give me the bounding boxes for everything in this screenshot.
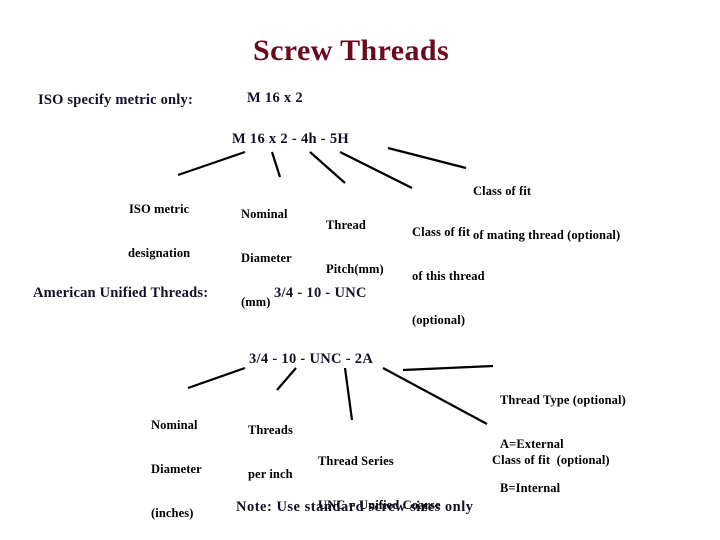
callout-line: Threads	[248, 422, 293, 437]
leader-nominal-diameter-inches	[187, 366, 246, 390]
iso-designation: M 16 x 2 - 4h - 5H	[232, 131, 349, 147]
leader-class-of-fit-mating-thread	[387, 146, 467, 170]
callout-line: (mm)	[241, 295, 271, 309]
callout-nominal-diameter-inches: Nominal Diameter (inches)	[151, 388, 202, 540]
leader-threads-per-inch	[276, 367, 297, 391]
callout-iso-metric-designation: ISO metric designation	[128, 172, 190, 290]
leader-nominal-diameter-mm	[270, 151, 282, 178]
callout-line: B=Internal	[500, 481, 561, 495]
callout-line: ISO metric	[128, 201, 190, 216]
callout-nominal-diameter-mm: Nominal Diameter (mm)	[241, 177, 292, 339]
callout-line: Diameter	[151, 461, 202, 476]
callout-line: Diameter	[241, 250, 292, 265]
callout-line: Nominal	[151, 417, 198, 432]
callout-threads-per-inch: Threads per inch	[248, 393, 293, 511]
callout-thread-pitch-mm: Thread Pitch(mm)	[326, 188, 384, 306]
iso-example-short: M 16 x 2	[247, 90, 303, 106]
callout-line: (inches)	[151, 506, 194, 520]
callout-thread-series: Thread Series UNC = Unified Coarse UNF =…	[318, 424, 441, 540]
callout-line: Nominal	[241, 206, 288, 221]
callout-class-of-fit-optional: Class of fit (optional)	[492, 423, 610, 497]
callout-line: Thread	[326, 217, 366, 232]
callout-thread-type: Thread Type (optional) A=External B=Inte…	[500, 363, 626, 525]
footer-note: Note: Use standard screw sizes only	[236, 499, 474, 515]
callout-line: designation	[128, 245, 191, 260]
iso-heading: ISO specify metric only:	[38, 92, 194, 108]
page-title: Screw Threads	[253, 34, 450, 67]
unified-heading: American Unified Threads:	[33, 285, 209, 301]
callout-class-of-fit-this-thread: Class of fit of this thread (optional)	[412, 195, 485, 357]
callout-line: per inch	[248, 466, 293, 481]
callout-line: Thread Type (optional)	[500, 392, 626, 407]
callout-line: of this thread	[412, 268, 485, 283]
leader-thread-pitch-mm	[309, 151, 346, 184]
callout-line: UNC = Unified Coarse	[318, 497, 441, 512]
callout-line: (optional)	[412, 313, 466, 327]
callout-line: Class of fit	[412, 224, 471, 239]
leader-class-of-fit-this-thread	[339, 151, 413, 189]
callout-line: Class of fit	[473, 183, 532, 198]
callout-line: of mating thread (optional)	[473, 227, 621, 242]
leader-class-of-fit-optional	[382, 367, 488, 425]
unified-example-short: 3/4 - 10 - UNC	[274, 285, 367, 301]
unified-designation: 3/4 - 10 - UNC - 2A	[249, 351, 374, 367]
leader-thread-series	[343, 367, 354, 421]
callout-line: A=External	[500, 436, 564, 451]
callout-line: Class of fit (optional)	[492, 452, 610, 467]
callout-line: Pitch(mm)	[326, 261, 384, 276]
leader-thread-type	[402, 364, 494, 372]
callout-class-of-fit-mating-thread: Class of fit of mating thread (optional)	[473, 154, 620, 272]
callout-line: Thread Series	[318, 453, 394, 468]
